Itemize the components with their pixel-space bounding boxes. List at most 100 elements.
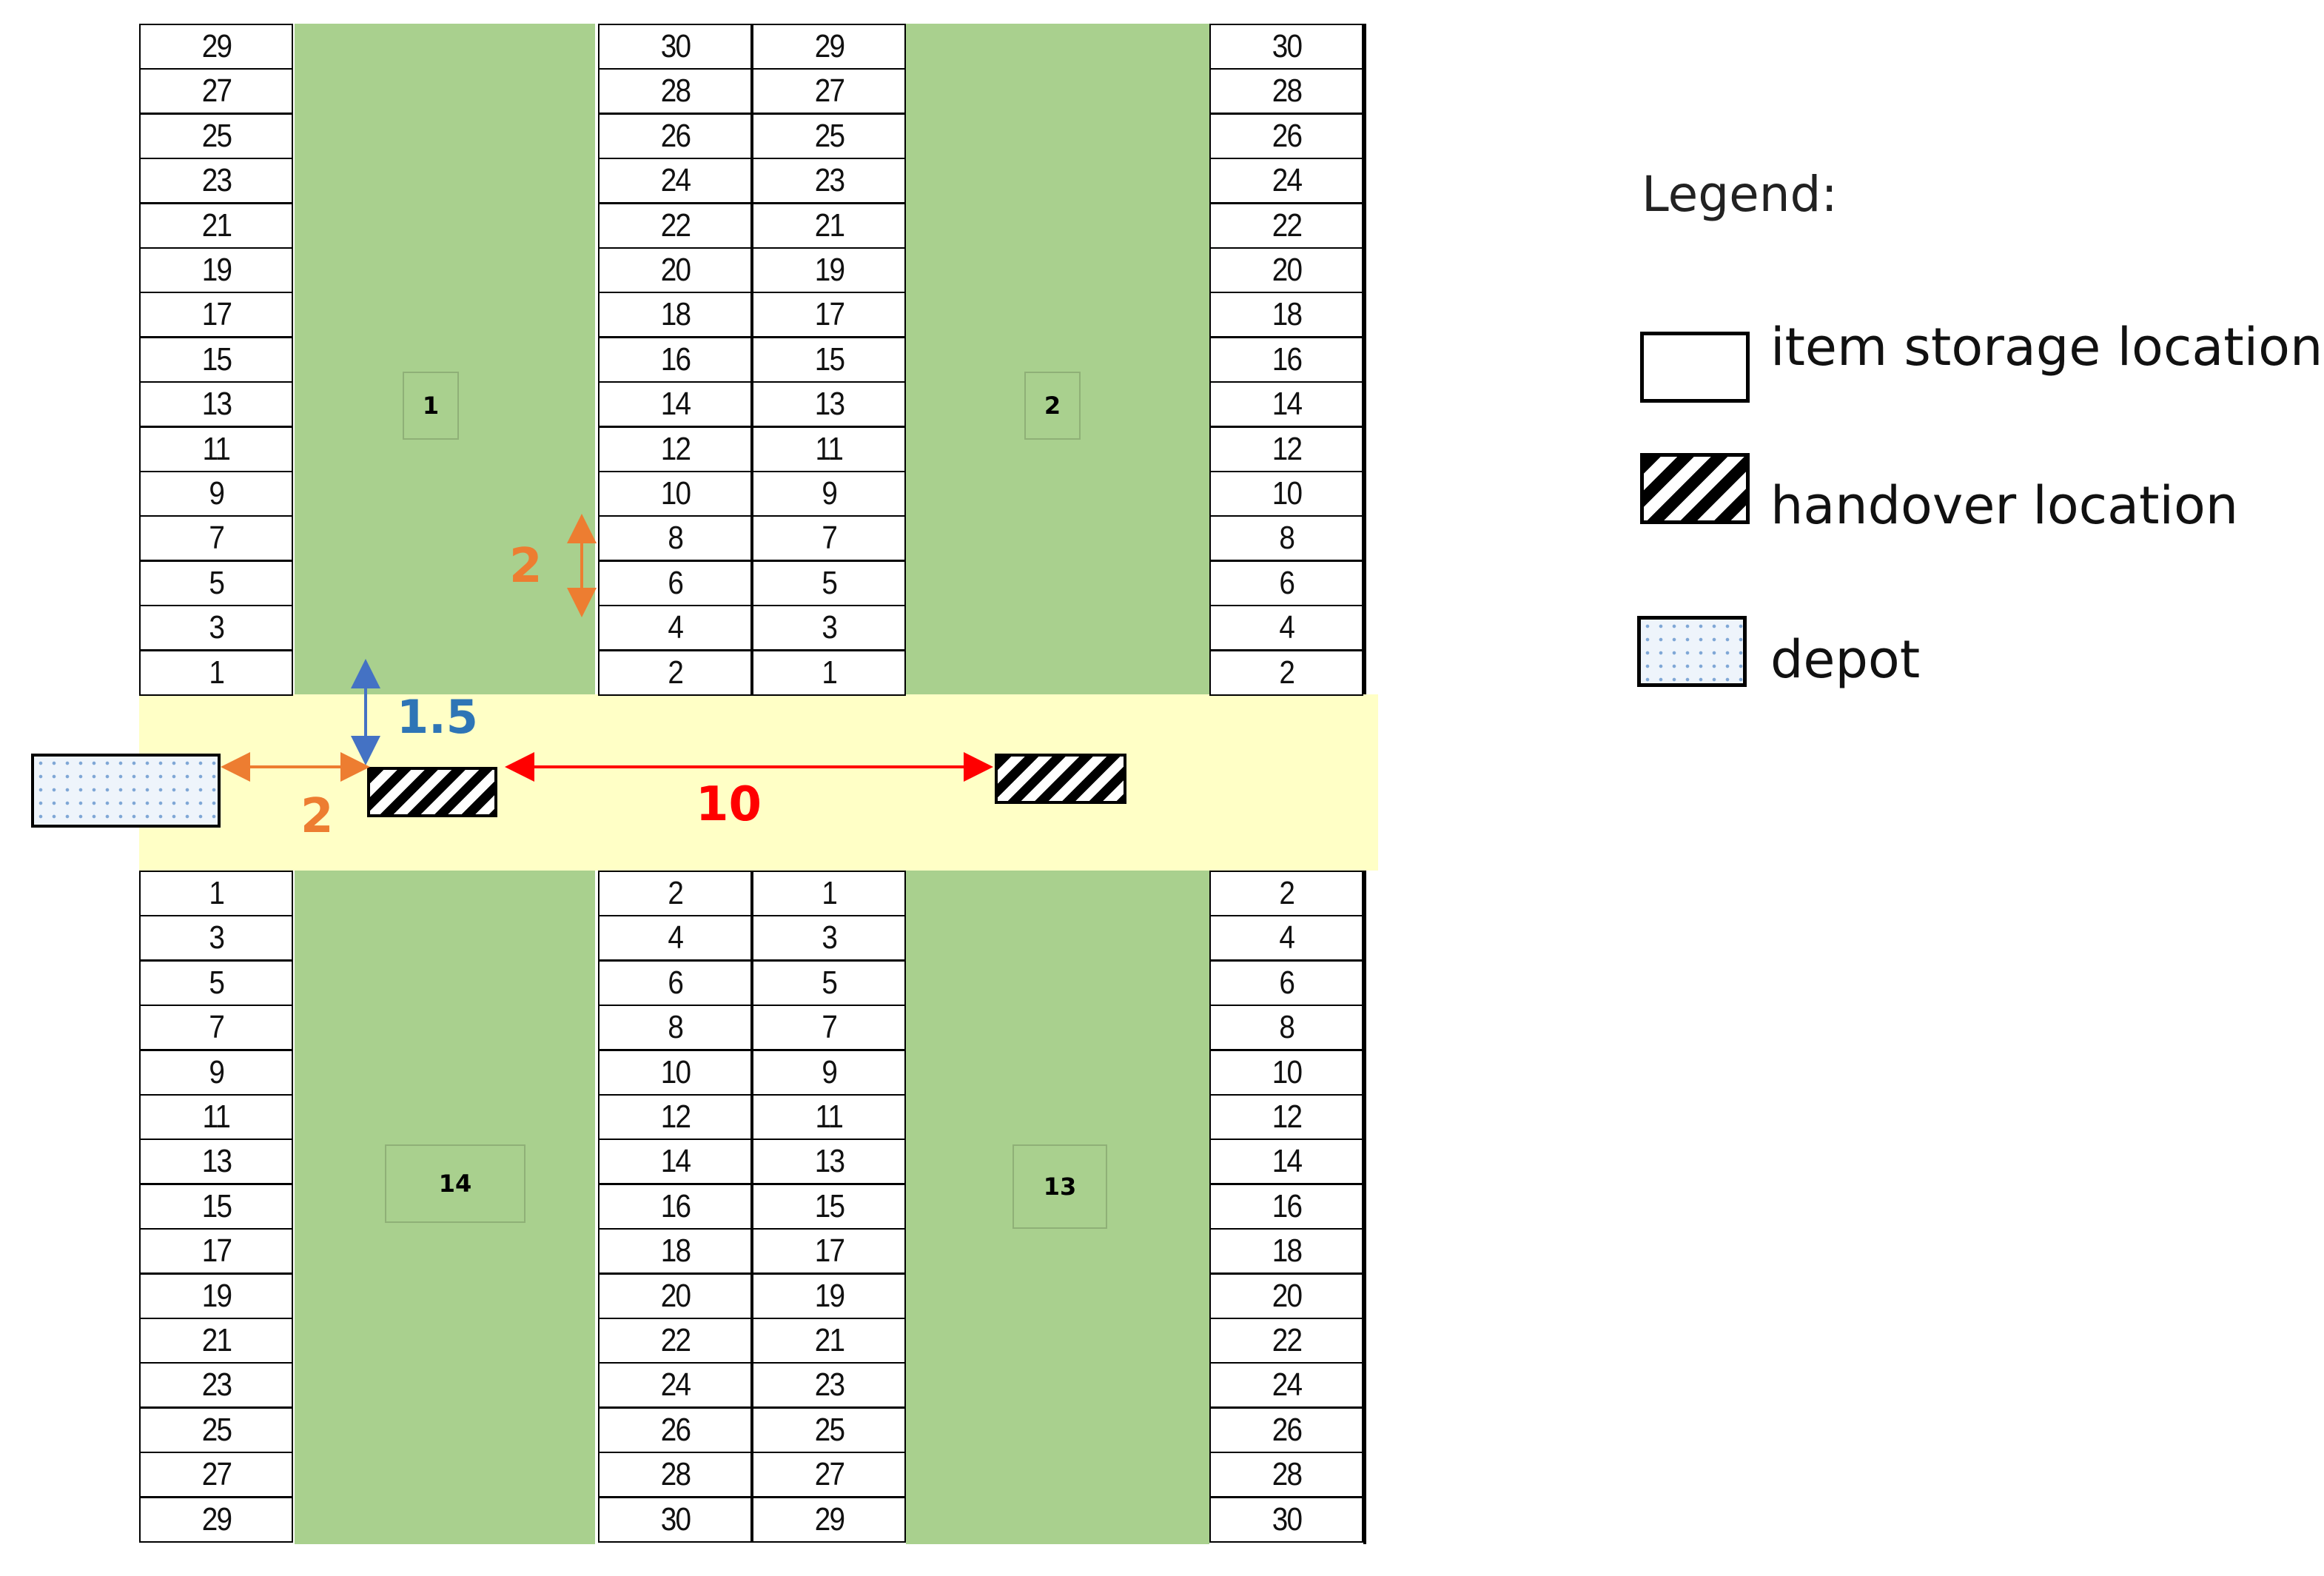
storage-location: 3 [752,915,906,962]
storage-location: 10 [1209,1049,1363,1096]
storage-location: 24 [598,158,752,204]
storage-location: 14 [1209,1139,1363,1185]
legend-title: Legend: [1642,166,1838,223]
storage-location: 1 [752,871,906,916]
storage-location: 18 [598,292,752,338]
storage-location: 12 [1209,426,1363,472]
storage-location: 17 [139,292,293,338]
depot-to-handover-label: 2 [300,789,334,844]
storage-location: 21 [139,1318,293,1364]
storage-location: 13 [752,381,906,428]
item-storage-location-symbol [1640,332,1750,403]
storage-location: 26 [598,1406,752,1453]
storage-location: 13 [139,381,293,428]
storage-location: 17 [752,292,906,338]
storage-location: 7 [752,515,906,562]
storage-location: 6 [598,560,752,606]
storage-location: 30 [598,24,752,70]
storage-location: 6 [1209,959,1363,1006]
legend-item-storage-location: item storage location [1770,317,2323,378]
storage-location: 26 [598,113,752,159]
storage-location: 9 [139,1049,293,1096]
storage-location: 14 [598,381,752,428]
storage-location: 11 [752,1094,906,1140]
storage-location: 12 [598,426,752,472]
storage-location: 19 [139,1272,293,1319]
storage-location: 4 [1209,915,1363,962]
aisle-label-1: 1 [403,372,459,440]
storage-location: 18 [1209,1228,1363,1275]
rack-edge [1363,871,1366,1544]
aisle-2-area [906,24,1209,694]
storage-location: 28 [598,1452,752,1498]
depot-symbol [1637,616,1747,687]
storage-location: 19 [752,1272,906,1319]
storage-location: 12 [598,1094,752,1140]
storage-location: 16 [598,336,752,383]
depot [31,754,221,828]
storage-location: 2 [1209,649,1363,696]
aisle-label-2: 2 [1024,372,1081,440]
storage-location: 1 [752,649,906,696]
storage-location: 5 [752,959,906,1006]
storage-location: 26 [1209,1406,1363,1453]
storage-location: 15 [752,336,906,383]
storage-location: 8 [598,515,752,562]
storage-location: 20 [1209,1272,1363,1319]
aisle-13-area [906,871,1209,1544]
storage-location: 29 [752,1496,906,1543]
location-depth-label: 2 [509,539,543,594]
storage-location: 15 [752,1183,906,1230]
storage-location: 24 [1209,1362,1363,1409]
storage-location: 8 [1209,1005,1363,1051]
storage-location: 23 [752,1362,906,1409]
cross-aisle [139,694,1378,871]
storage-location: 22 [1209,1318,1363,1364]
storage-location: 10 [1209,471,1363,517]
storage-location: 25 [752,113,906,159]
storage-location: 29 [139,24,293,70]
right-crop-mask [1378,0,1408,1576]
legend-handover-location: handover location [1770,475,2239,536]
storage-location: 1 [139,871,293,916]
storage-location: 24 [598,1362,752,1409]
storage-location: 3 [139,915,293,962]
storage-location: 30 [598,1496,752,1543]
storage-location: 11 [139,1094,293,1140]
rack-edge [1363,24,1366,694]
storage-location: 16 [1209,336,1363,383]
aisle-label-14: 14 [385,1144,525,1223]
storage-location: 23 [752,158,906,204]
storage-location: 8 [598,1005,752,1051]
storage-location: 29 [139,1496,293,1543]
storage-location: 23 [139,1362,293,1409]
storage-location: 24 [1209,158,1363,204]
storage-location: 2 [1209,871,1363,916]
storage-location: 10 [598,1049,752,1096]
cross-aisle-offset-label: 1.5 [397,690,478,744]
handover-spacing-label: 10 [696,777,762,832]
storage-location: 12 [1209,1094,1363,1140]
storage-location: 18 [1209,292,1363,338]
storage-location: 27 [139,1452,293,1498]
storage-location: 19 [752,247,906,293]
storage-location: 25 [139,1406,293,1453]
storage-location: 7 [752,1005,906,1051]
legend-depot: depot [1770,629,1921,690]
storage-location: 21 [752,1318,906,1364]
aisle-14-area [295,871,595,1544]
storage-location: 9 [752,471,906,517]
storage-location: 21 [139,202,293,249]
storage-location: 30 [1209,1496,1363,1543]
handover-location-symbol [1640,453,1750,524]
storage-location: 20 [598,247,752,293]
storage-location: 29 [752,24,906,70]
storage-location: 22 [1209,202,1363,249]
storage-location: 8 [1209,515,1363,562]
storage-location: 11 [752,426,906,472]
handover-location-1 [367,767,497,817]
storage-location: 14 [1209,381,1363,428]
storage-location: 2 [598,649,752,696]
storage-location: 2 [598,871,752,916]
